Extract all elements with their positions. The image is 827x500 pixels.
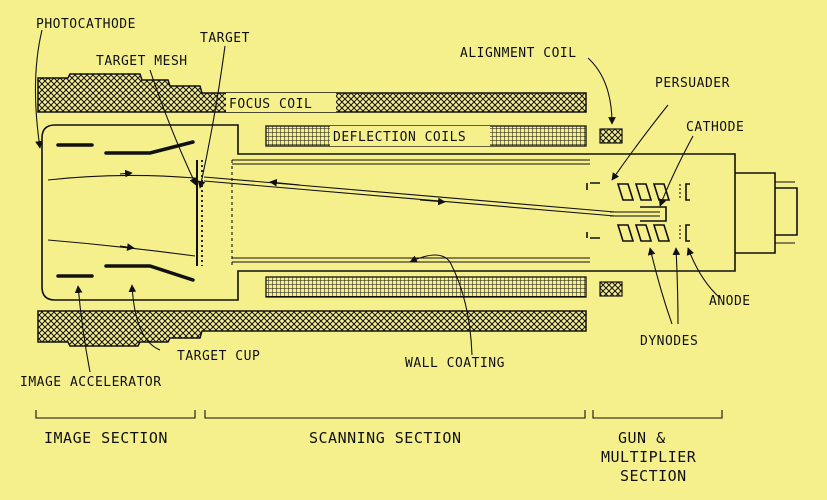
brace-image-section: [35, 410, 196, 419]
alignment-coil-top: [599, 128, 623, 144]
leader-anode: [686, 247, 721, 299]
dynode-2-top: [634, 183, 653, 201]
tube-envelope: [41, 124, 736, 301]
leader-dynode-2: [672, 247, 681, 325]
label-deflection-coils: DEFLECTION COILS: [333, 130, 466, 145]
label-target-cup: TARGET CUP: [177, 349, 260, 364]
label-persuader: PERSUADER: [655, 76, 730, 91]
base-cap: [775, 187, 798, 236]
electron-path-lower: [47, 239, 196, 257]
dynode-1-bottom: [616, 224, 635, 242]
dynode-3-bottom: [652, 224, 671, 242]
leader-target: [197, 45, 226, 189]
beam-arrow-right: [419, 197, 446, 206]
brace-gun-section: [592, 410, 723, 419]
label-wall-coating: WALL COATING: [405, 356, 505, 371]
cathode-cup: [640, 206, 667, 222]
leader-dynode-1: [647, 247, 673, 325]
section-scanning: SCANNING SECTION: [309, 429, 462, 447]
persuader-electrodes: [590, 182, 600, 239]
label-image-accelerator: IMAGE ACCELERATOR: [20, 375, 162, 390]
label-photocathode: PHOTOCATHODE: [36, 17, 136, 32]
dynode-2-bottom: [634, 224, 653, 242]
leader-cathode: [658, 135, 694, 207]
section-image: IMAGE SECTION: [44, 429, 168, 447]
label-focus-coil: FOCUS COIL: [229, 97, 312, 112]
section-gun-line1: GUN &: [618, 429, 666, 447]
base-pins: [775, 181, 795, 244]
target-cup-top: [104, 140, 195, 155]
label-dynodes: DYNODES: [640, 334, 698, 349]
section-gun-line3: SECTION: [620, 467, 687, 485]
deflection-label-bg: [330, 126, 490, 146]
electron-arrow-lower: [119, 243, 135, 251]
focus-coil-bottom: [37, 310, 587, 347]
dynode-3-top: [652, 183, 671, 201]
leader-image-accelerator: [74, 285, 91, 373]
deflection-coil-bottom: [265, 276, 587, 298]
dynode-1-top: [616, 183, 635, 201]
leader-target-cup: [128, 284, 161, 351]
label-cathode: CATHODE: [686, 120, 744, 135]
label-alignment-coil: ALIGNMENT COIL: [460, 46, 577, 61]
leader-photocathode: [34, 29, 43, 149]
alignment-coil-bottom: [599, 281, 623, 297]
electron-arrow-upper: [119, 169, 133, 178]
leader-alignment-coil: [587, 57, 616, 125]
label-anode: ANODE: [709, 294, 751, 309]
electron-path-upper: [47, 174, 196, 181]
scan-beam-bottom: [203, 180, 616, 217]
tube-base: [735, 172, 776, 254]
leader-wall-coating: [409, 254, 473, 356]
section-gun-line2: MULTIPLIER: [601, 448, 697, 466]
scan-beam-top: [203, 176, 616, 213]
leader-target-mesh: [149, 69, 197, 186]
beam-arrow-left: [269, 178, 301, 187]
anode-plates: [685, 183, 690, 242]
target-cup-bottom: [104, 264, 195, 282]
focus-coil-label-bg: [226, 93, 336, 112]
leader-persuader: [611, 104, 669, 181]
brace-scanning-section: [204, 410, 586, 419]
label-target: TARGET: [200, 31, 250, 46]
cathode-gun: [610, 211, 660, 217]
wall-coating-top: [232, 159, 590, 165]
label-target-mesh: TARGET MESH: [96, 54, 188, 69]
